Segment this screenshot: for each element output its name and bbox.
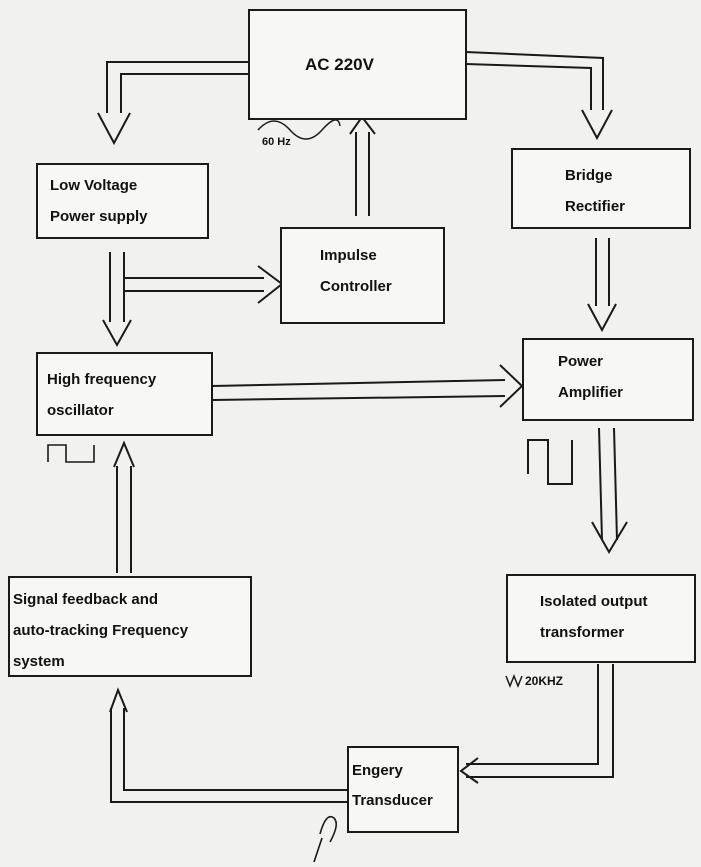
block-isolated-output-transformer [506, 574, 696, 663]
block-signal-feedback-system [8, 576, 252, 677]
label-ac-220v: AC 220V [305, 55, 374, 74]
arrow-low-voltage-to-hf [102, 252, 132, 348]
sine-wave-60hz-icon [257, 119, 341, 140]
arrow-feedback-to-hf [113, 440, 135, 573]
block-high-frequency-oscillator [36, 352, 213, 436]
transducer-probe-icon [313, 815, 338, 863]
arrow-isolated-to-transducer [459, 664, 614, 784]
arrow-transducer-to-feedback [109, 687, 347, 803]
square-wave-small-icon [47, 444, 95, 463]
label-energy-transducer: Engery Transducer [352, 762, 433, 809]
label-20khz: 20KHZ [525, 674, 564, 688]
block-power-amplifier [522, 338, 694, 421]
label-60hz: 60 Hz [262, 136, 291, 148]
arrow-ac-to-low-voltage [97, 61, 248, 146]
arrow-power-amp-to-isolated [591, 427, 628, 554]
label-impulse-controller: Impulse Controller [320, 247, 392, 295]
label-power-amplifier: Power Amplifier [558, 353, 624, 401]
arrow-bridge-to-power-amp [587, 238, 617, 333]
block-energy-transducer [347, 746, 459, 833]
label-signal-feedback-system: Signal feedback and auto-tracking Freque… [13, 591, 189, 670]
block-ac-220v [248, 9, 467, 120]
label-low-voltage-power-supply: Low Voltage Power supply [50, 177, 148, 225]
label-isolated-output-transformer: Isolated output transformer [540, 593, 648, 641]
arrow-impulse-to-ac [349, 115, 376, 216]
block-impulse-controller [280, 227, 445, 324]
arrow-low-voltage-to-impulse [125, 265, 284, 304]
label-high-frequency-oscillator: High frequency oscillator [47, 371, 157, 419]
arrow-hf-to-power-amp [211, 364, 524, 408]
square-wave-large-icon [527, 439, 573, 485]
label-bridge-rectifier: Bridge Rectifier [565, 167, 626, 215]
arrow-ac-to-bridge [465, 51, 613, 141]
block-bridge-rectifier [511, 148, 691, 229]
wave-20khz-icon [505, 673, 523, 689]
block-low-voltage-power-supply [36, 163, 209, 239]
